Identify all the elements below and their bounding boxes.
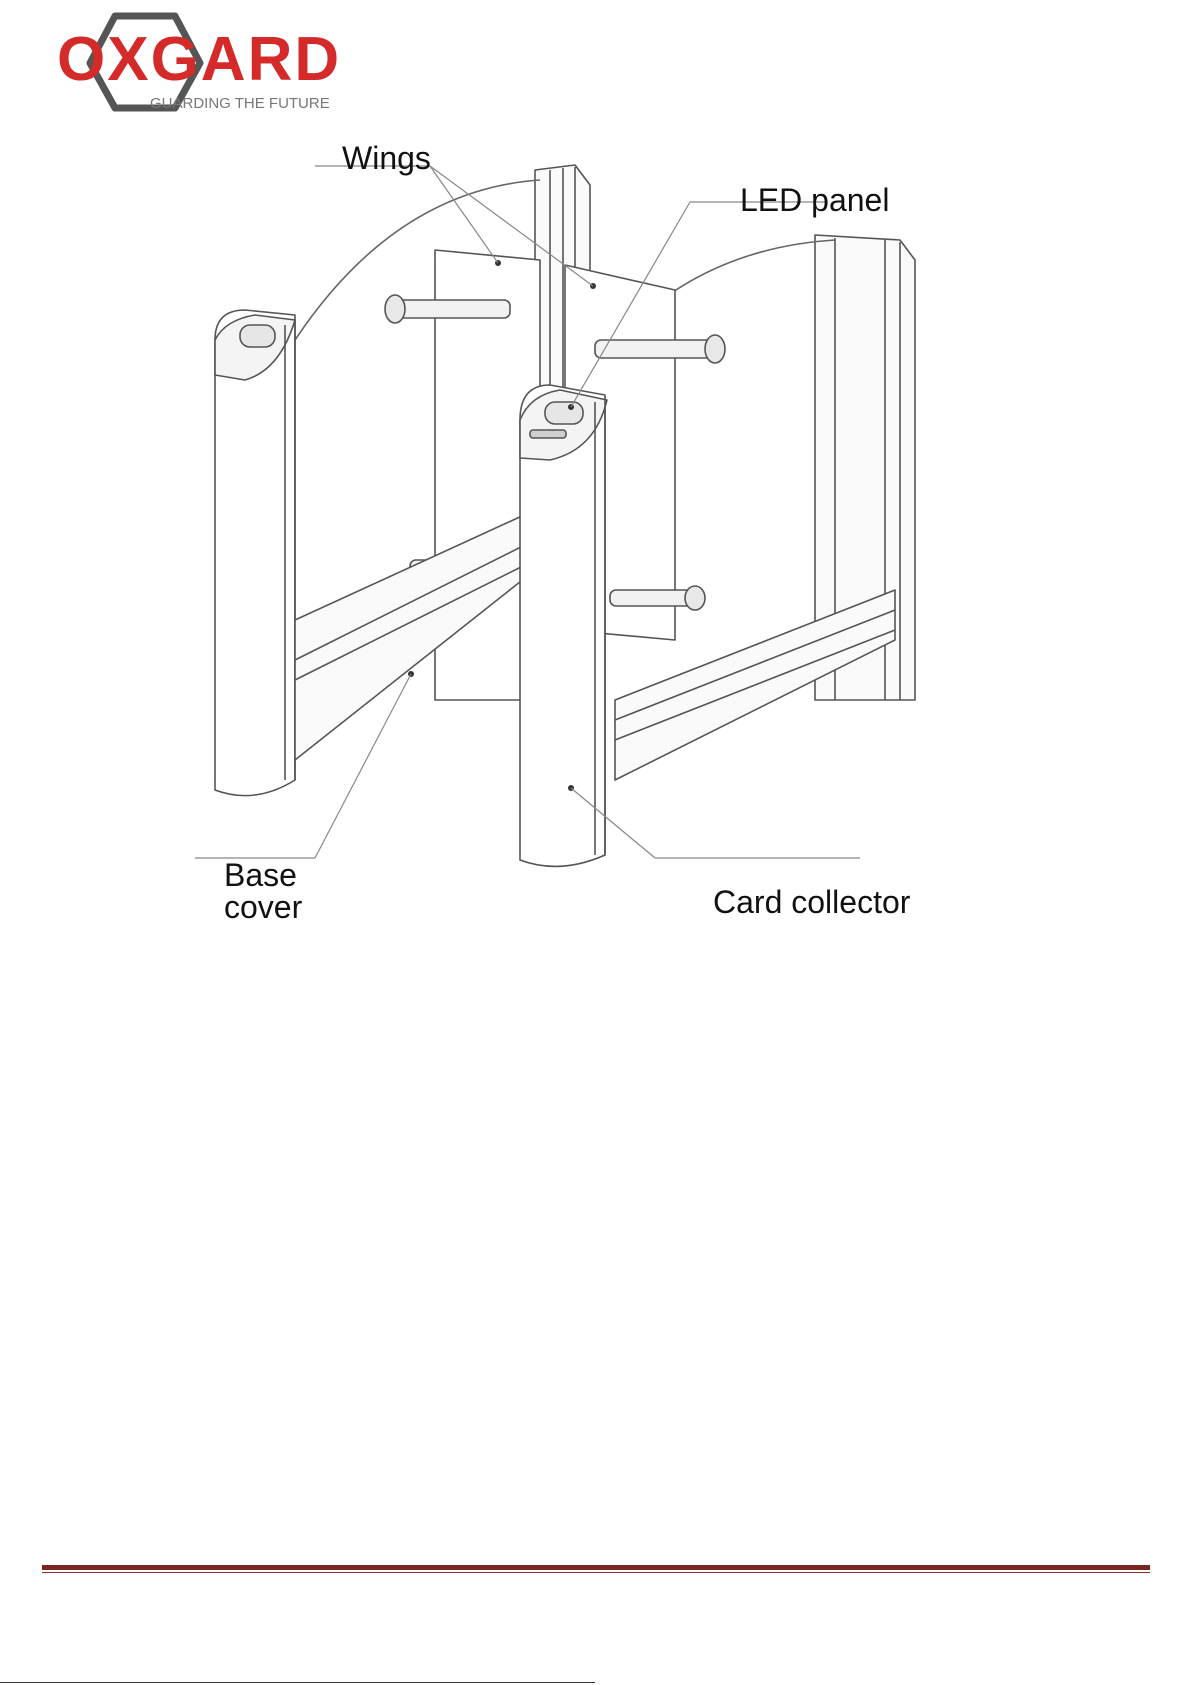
callout-base-cover: Base cover <box>224 859 302 923</box>
turnstile-illustration <box>195 140 995 940</box>
svg-text:OXGARD: OXGARD <box>57 25 341 94</box>
footer-divider-thin <box>42 1572 1150 1573</box>
footer-divider <box>42 1565 1150 1570</box>
svg-text:GUARDING THE FUTURE: GUARDING THE FUTURE <box>150 95 330 112</box>
callout-card-collector: Card collector <box>713 886 910 918</box>
callout-led-panel: LED panel <box>740 184 889 216</box>
bottom-divider <box>0 1682 595 1683</box>
oxgard-logo: OXGARD GUARDING THE FUTURE <box>55 8 365 118</box>
callout-wings: Wings <box>342 142 431 174</box>
